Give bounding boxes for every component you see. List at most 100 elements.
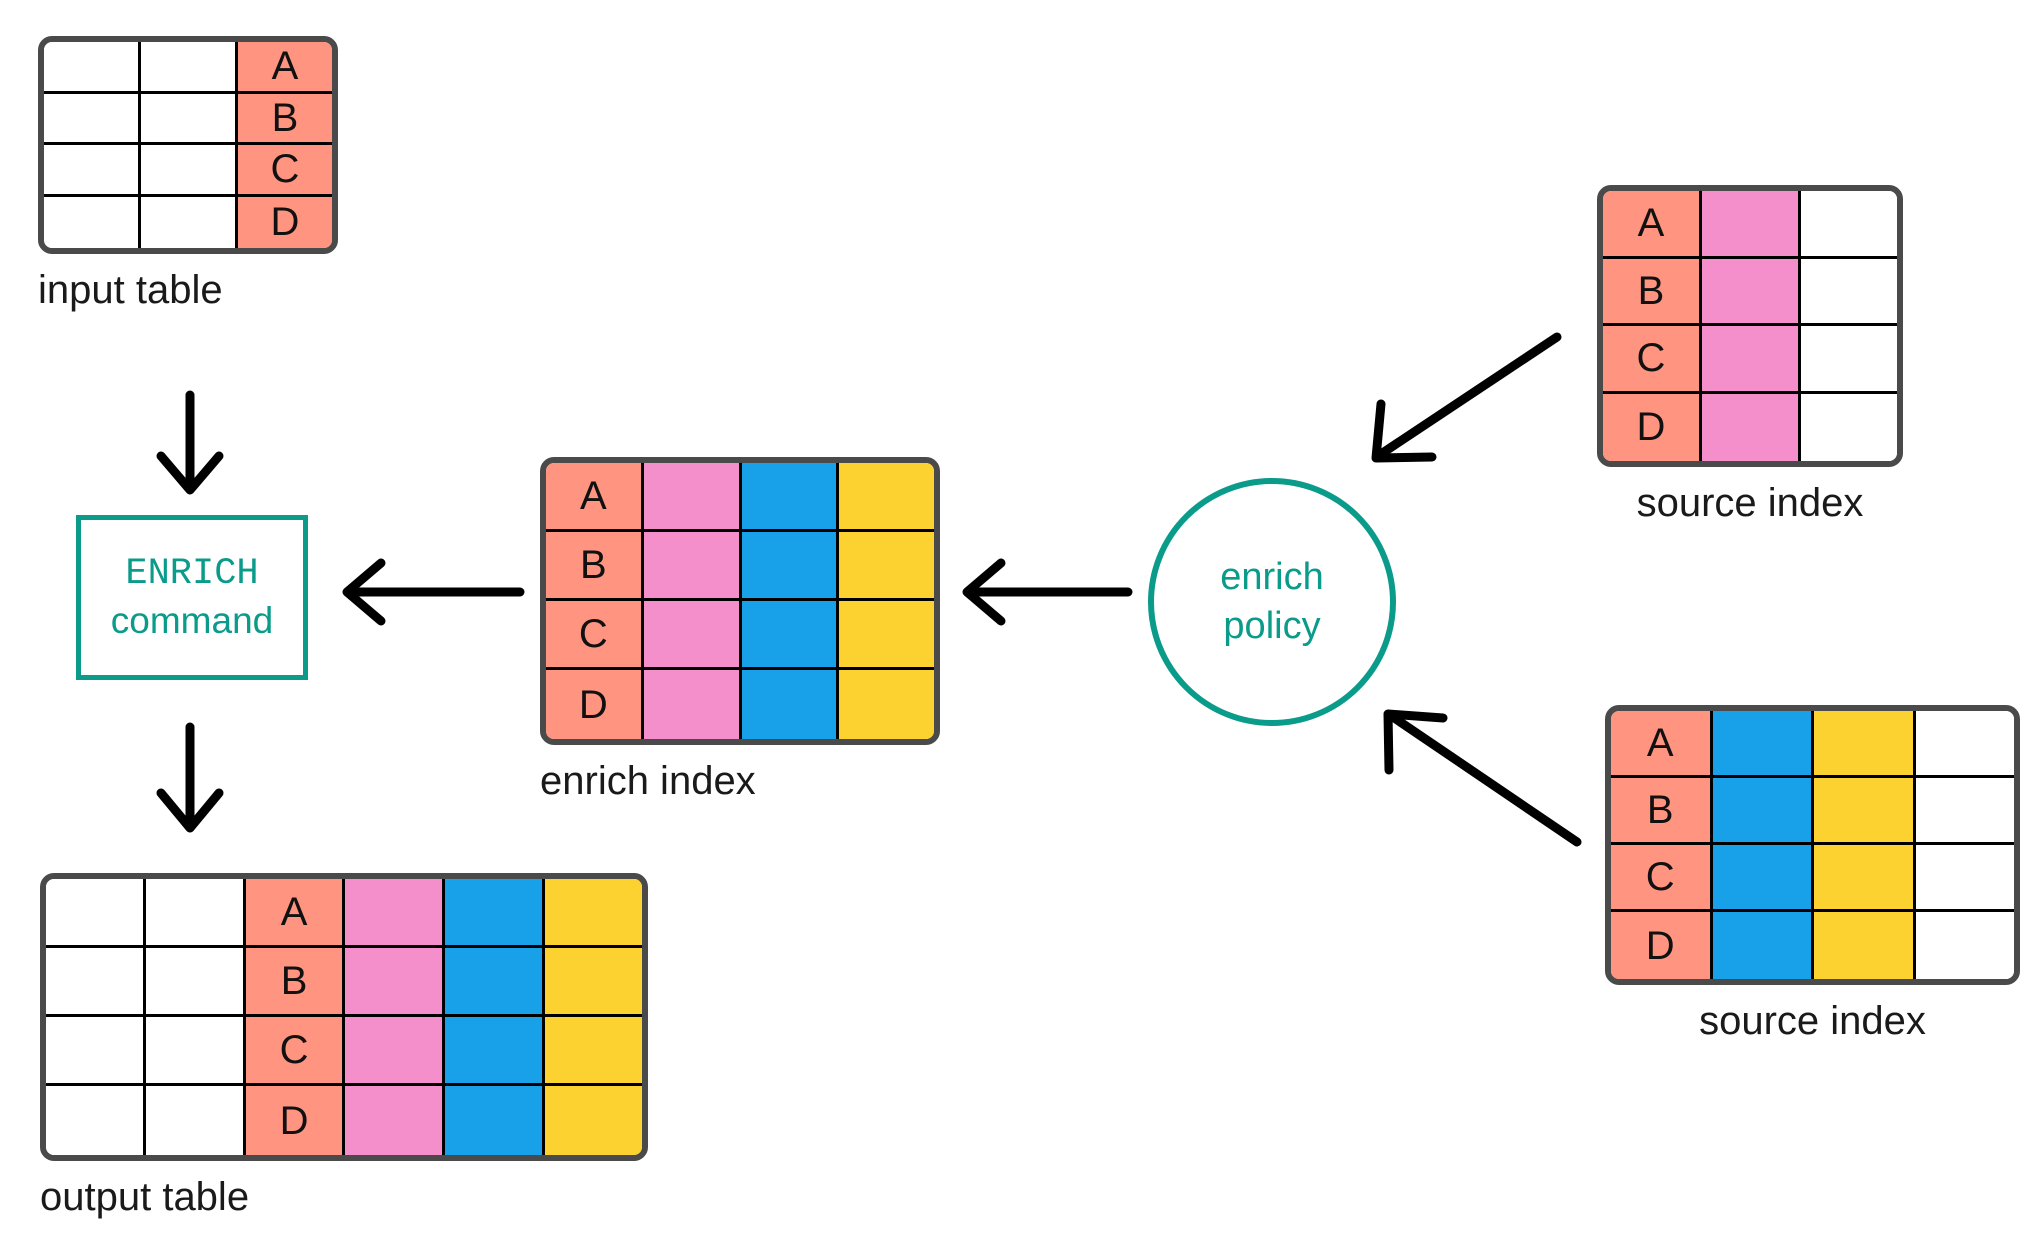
table-cell	[1915, 778, 2014, 845]
table-cell	[839, 463, 934, 532]
table-cell-key: A	[1603, 191, 1702, 259]
table-cell	[1801, 393, 1897, 461]
output-table-label: output table	[40, 1175, 250, 1219]
enrich-command-word: command	[110, 599, 274, 641]
table-cell	[1712, 711, 1814, 778]
table-cell-key: D	[546, 670, 644, 739]
table-cell	[1801, 326, 1897, 394]
table-cell	[46, 879, 146, 948]
table-cell	[1915, 845, 2014, 912]
table-cell	[141, 42, 238, 94]
table-cell	[44, 42, 141, 94]
table-cell-key: D	[1611, 912, 1713, 979]
table-row: D	[44, 196, 332, 248]
table-cell	[741, 532, 840, 601]
table-cell	[1915, 912, 2014, 979]
table-cell-key: A	[245, 879, 346, 948]
table-cell	[445, 1086, 546, 1155]
table-cell-key: C	[1611, 845, 1713, 912]
arrow-policy-to-enrich-index	[962, 558, 1133, 626]
table-cell	[44, 93, 141, 145]
table-cell	[1801, 191, 1897, 259]
table-cell-key: D	[238, 196, 332, 248]
enrich-policy-circle[interactable]: enrich policy	[1148, 478, 1396, 726]
table-cell	[44, 196, 141, 248]
table-cell-key: C	[238, 145, 332, 197]
table-cell	[741, 463, 840, 532]
arrow-command-to-output	[156, 722, 224, 833]
table-cell	[141, 145, 238, 197]
arrow-source-bottom-to-policy	[1383, 709, 1582, 847]
table-row: D	[1611, 912, 2014, 979]
table-cell	[839, 670, 934, 739]
table-cell	[1814, 845, 1916, 912]
table-cell	[345, 948, 446, 1017]
table-cell	[46, 1017, 146, 1086]
table-cell	[741, 601, 840, 670]
table-cell	[46, 948, 146, 1017]
table-cell	[643, 463, 742, 532]
enrich-policy-line2: policy	[1223, 605, 1321, 647]
table-cell	[545, 879, 642, 948]
table-row: C	[44, 145, 332, 197]
input-table-label: input table	[38, 268, 223, 312]
enrich-command-box[interactable]: ENRICH command	[76, 515, 308, 680]
table-row: B	[546, 532, 934, 601]
table-row: A	[546, 463, 934, 532]
enrich-policy-line1: enrich	[1220, 555, 1324, 598]
table-cell	[1915, 711, 2014, 778]
table-row: D	[1603, 393, 1897, 461]
table-cell	[643, 670, 742, 739]
table-cell-key: C	[546, 601, 644, 670]
table-cell	[1702, 191, 1801, 259]
table-cell	[141, 93, 238, 145]
table-cell-key: D	[245, 1086, 346, 1155]
table-row: A	[1603, 191, 1897, 259]
table-cell-key: C	[1603, 326, 1702, 394]
table-cell	[839, 601, 934, 670]
table-cell	[445, 948, 546, 1017]
table-cell	[1702, 326, 1801, 394]
source-index-top-label: source index	[1636, 481, 1864, 525]
table-cell-key: B	[1603, 258, 1702, 326]
table-cell	[545, 948, 642, 1017]
source-index-bottom-label: source index	[1699, 999, 1926, 1043]
table-cell	[643, 601, 742, 670]
table-cell	[545, 1086, 642, 1155]
table-row: A	[1611, 711, 2014, 778]
table-cell-key: B	[238, 93, 332, 145]
table-cell	[1712, 845, 1814, 912]
table-cell-key: A	[1611, 711, 1713, 778]
table-cell-key: B	[1611, 778, 1713, 845]
table-cell	[345, 879, 446, 948]
table-cell-key: A	[546, 463, 644, 532]
table-cell	[1814, 912, 1916, 979]
table-row: D	[46, 1086, 642, 1155]
table-cell-key: B	[546, 532, 644, 601]
table-cell	[1814, 778, 1916, 845]
table-cell-key: B	[245, 948, 346, 1017]
enrich-index-label: enrich index	[540, 759, 756, 803]
table-cell-key: D	[1603, 393, 1702, 461]
table-cell	[839, 532, 934, 601]
table-cell	[345, 1017, 446, 1086]
table-cell	[1702, 393, 1801, 461]
table-row: C	[546, 601, 934, 670]
table-row: A	[46, 879, 642, 948]
table-cell	[1712, 778, 1814, 845]
table-cell	[46, 1086, 146, 1155]
table-cell	[1712, 912, 1814, 979]
table-cell-key: A	[238, 42, 332, 94]
table-cell-key: C	[245, 1017, 346, 1086]
table-row: B	[46, 948, 642, 1017]
table-cell	[445, 879, 546, 948]
table-row: B	[1611, 778, 2014, 845]
arrow-source-top-to-policy	[1371, 332, 1562, 463]
